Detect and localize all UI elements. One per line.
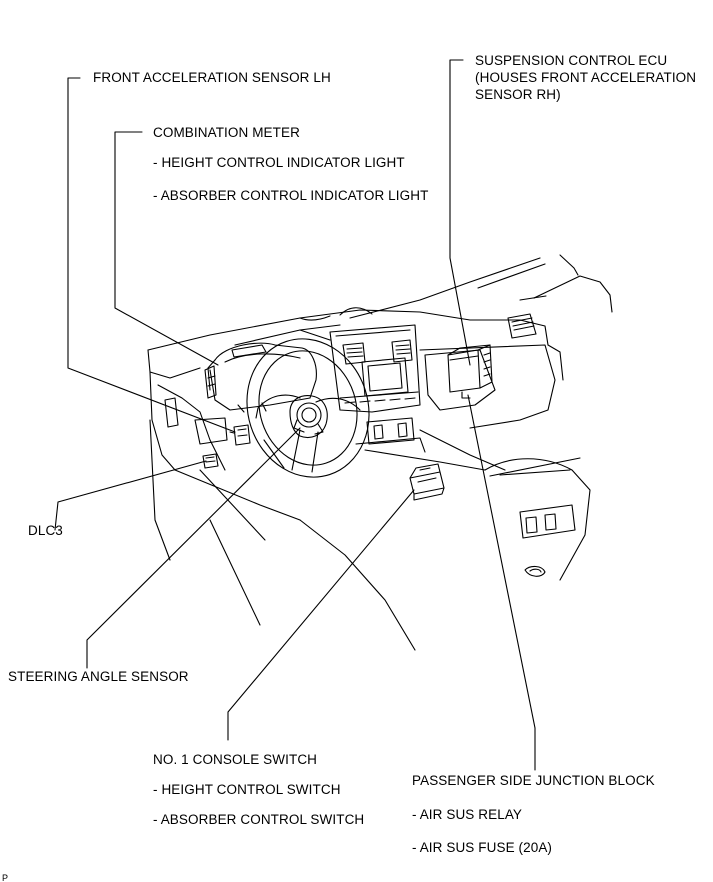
leader-steering-angle — [86, 427, 301, 669]
leader-console-switch — [227, 489, 415, 741]
leader-dlc3 — [54, 460, 207, 531]
suspension-ecu — [447, 344, 493, 399]
left-panel-details — [164, 397, 228, 445]
center-stack — [329, 324, 426, 453]
absorber-indicator-label: - ABSORBER CONTROL INDICATOR LIGHT — [153, 188, 429, 203]
leader-front-accel-lh — [67, 77, 236, 433]
glove-box — [424, 349, 496, 411]
right-vent — [507, 313, 537, 339]
air-sus-relay-label: - AIR SUS RELAY — [412, 807, 523, 822]
suspension-ecu-label-line2: (HOUSES FRONT ACCELERATION — [475, 70, 697, 85]
dlc3-label: DLC3 — [28, 523, 63, 538]
console-switch-label: NO. 1 CONSOLE SWITCH — [153, 752, 318, 767]
absorber-switch-label: - ABSORBER CONTROL SWITCH — [153, 812, 365, 827]
leader-suspension-ecu — [449, 59, 471, 366]
front-accel-sensor-lh — [229, 424, 251, 446]
center-console — [484, 458, 591, 581]
front-accel-sensor-lh-label: FRONT ACCELERATION SENSOR LH — [93, 70, 331, 85]
air-sus-fuse-label: - AIR SUS FUSE (20A) — [412, 840, 553, 855]
steering-angle-sensor-label: STEERING ANGLE SENSOR — [8, 669, 189, 684]
junction-block-label: PASSENGER SIDE JUNCTION BLOCK — [412, 773, 655, 788]
dashboard-body — [147, 307, 581, 651]
combination-meter-label: COMBINATION METER — [153, 125, 300, 140]
dlc3-component — [202, 453, 219, 469]
leader-junction-block — [467, 394, 536, 771]
steering-angle-sensor — [293, 402, 324, 435]
combination-meter — [204, 342, 317, 413]
reference-mark: P — [2, 873, 9, 882]
height-switch-label: - HEIGHT CONTROL SWITCH — [153, 782, 341, 797]
suspension-ecu-label-line3: SENSOR RH) — [475, 87, 561, 102]
console-switch-component — [409, 463, 445, 501]
windshield-lines — [349, 254, 613, 319]
leader-combination-meter — [114, 131, 219, 366]
leader-lines — [54, 59, 536, 771]
height-indicator-label: - HEIGHT CONTROL INDICATOR LIGHT — [153, 155, 405, 170]
suspension-ecu-label-line1: SUSPENSION CONTROL ECU — [475, 53, 668, 68]
